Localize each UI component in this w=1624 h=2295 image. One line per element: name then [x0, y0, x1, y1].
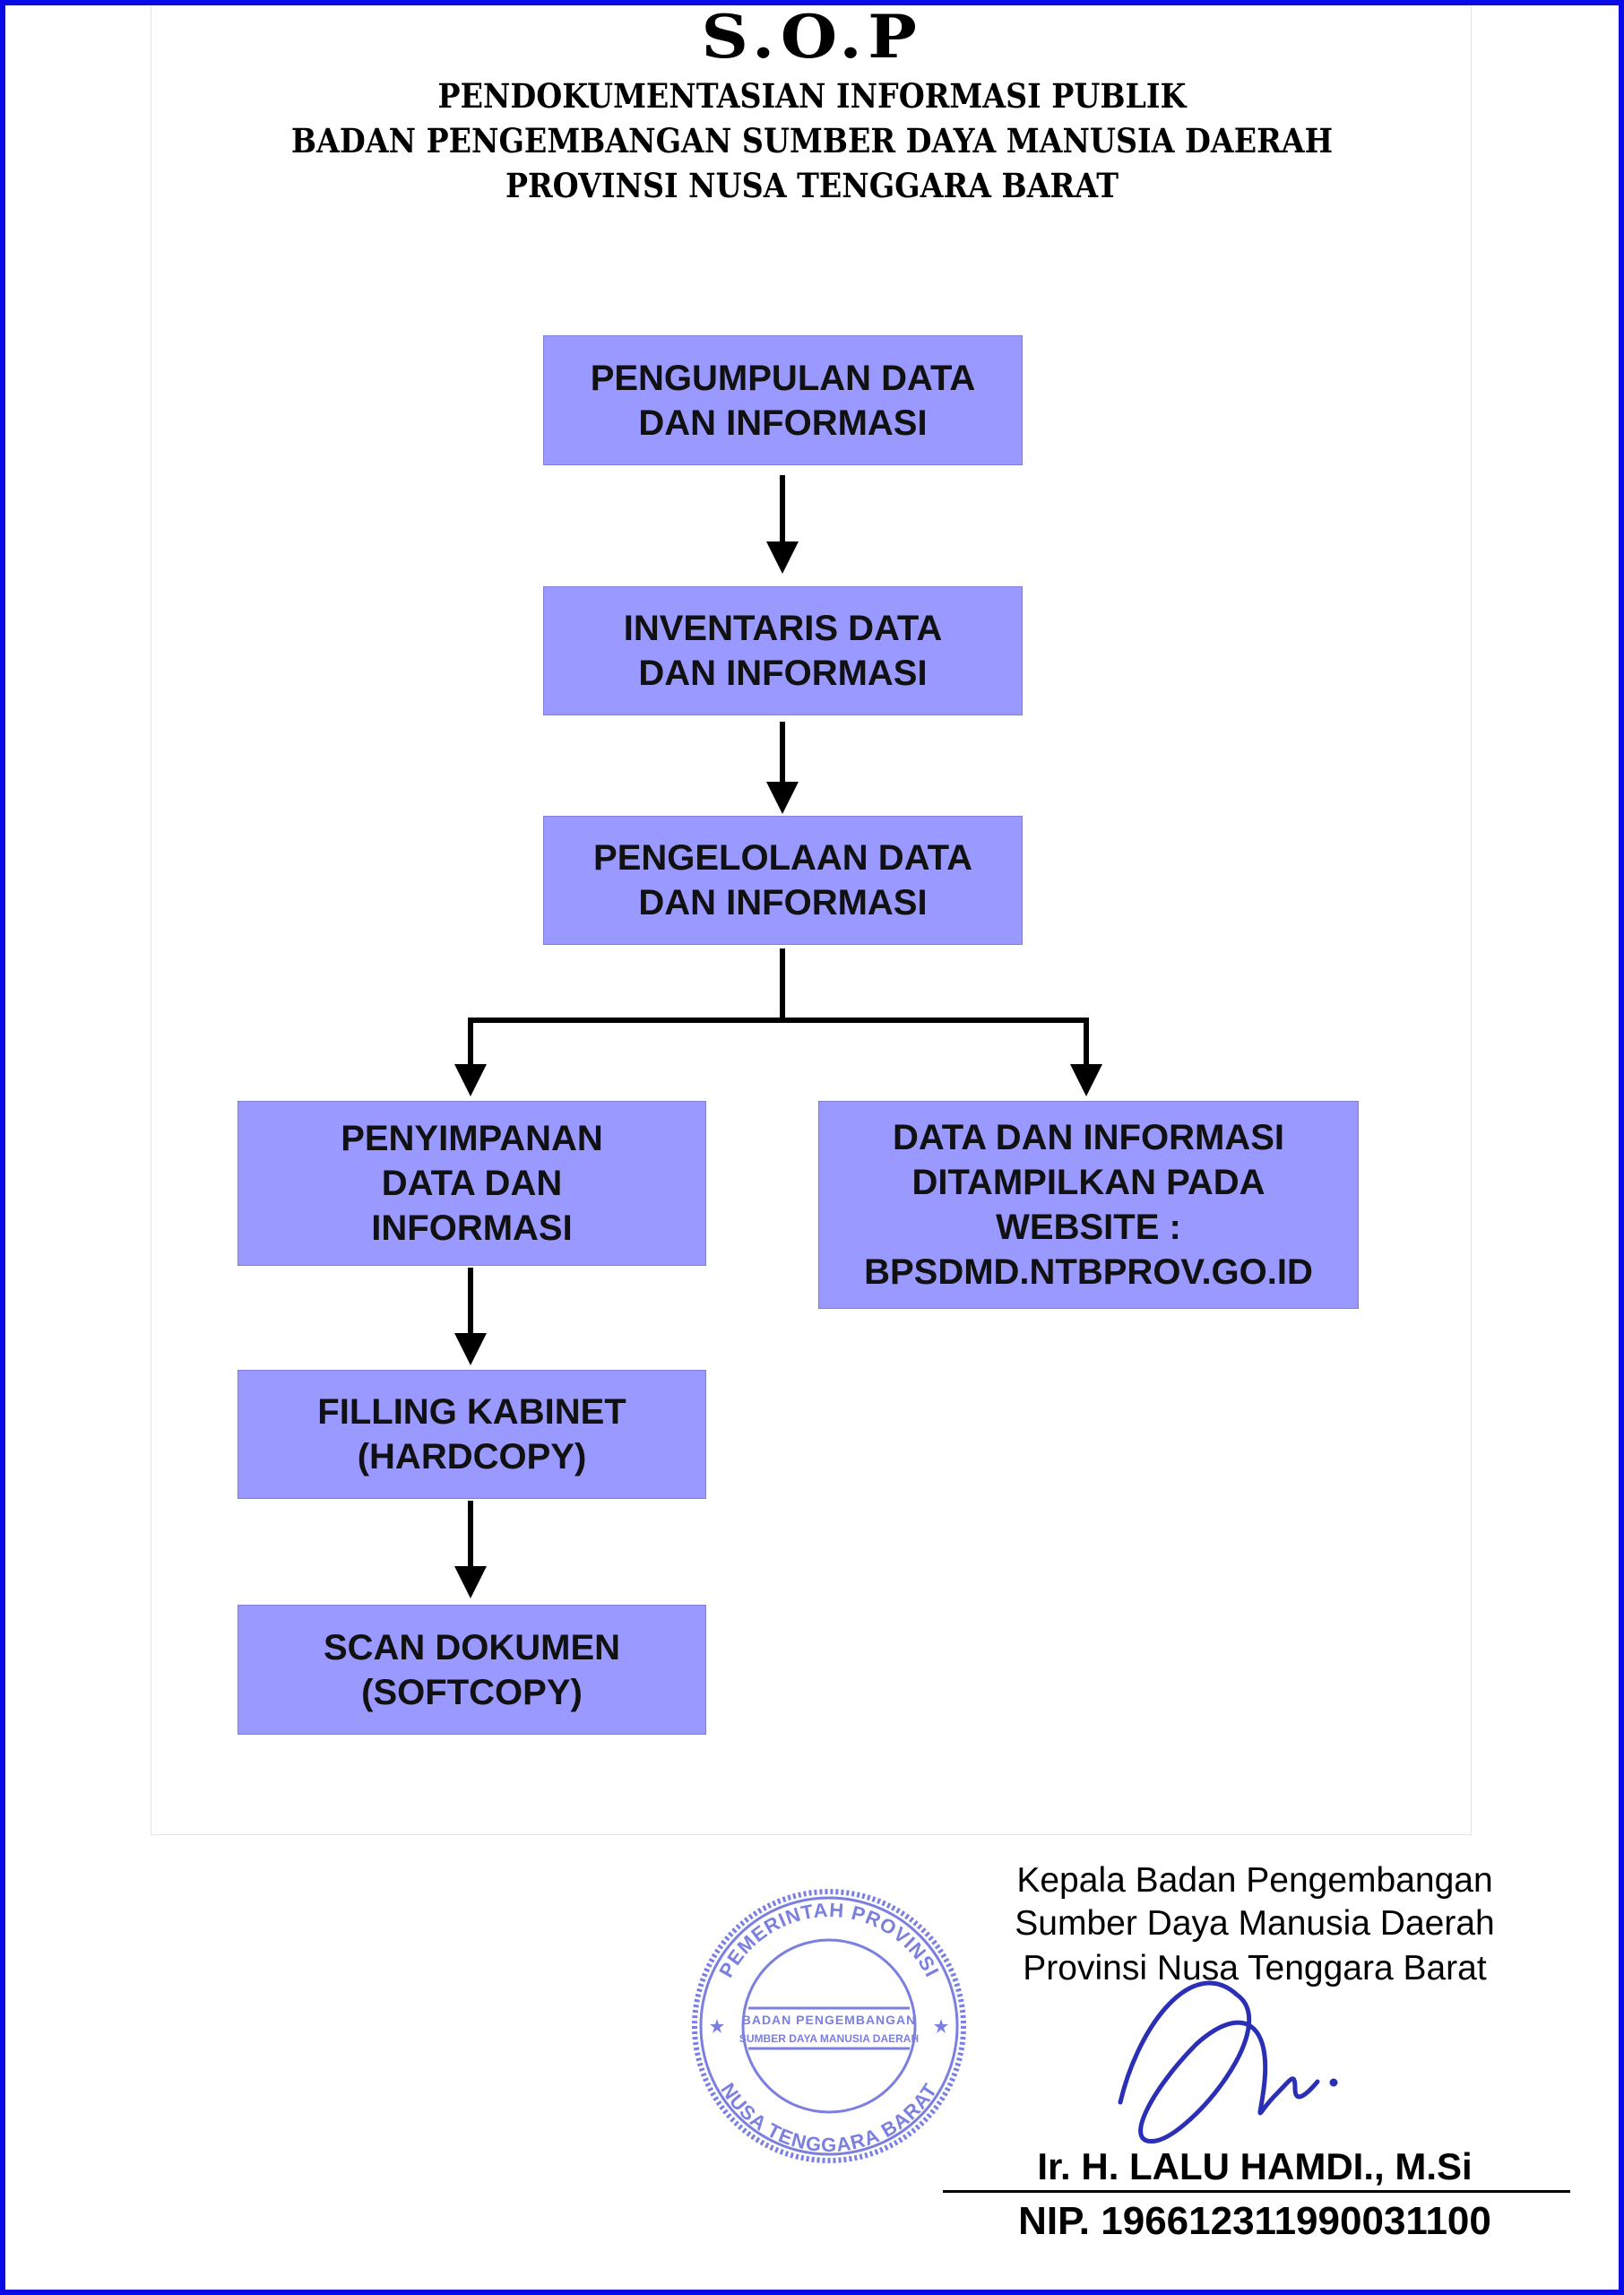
subtitle-line-2: BADAN PENGEMBANGAN SUMBER DAYA MANUSIA D… — [290, 121, 1334, 160]
step-website: DATA DAN INFORMASI DITAMPILKAN PADA WEBS… — [818, 1101, 1359, 1309]
signature-line — [943, 2190, 1570, 2193]
document-sheet — [151, 5, 1472, 1835]
signatory-name: Ir. H. LALU HAMDI., M.Si — [1037, 2145, 1473, 2187]
subtitle-line-1: PENDOKUMENTASIAN INFORMASI PUBLIK — [437, 76, 1187, 116]
step-penyimpanan: PENYIMPANAN DATA DAN INFORMASI — [238, 1101, 706, 1266]
step-filling-kabinet: FILLING KABINET (HARDCOPY) — [238, 1370, 706, 1499]
step-pengelolaan: PENGELOLAAN DATA DAN INFORMASI — [543, 816, 1023, 945]
signatory-position-1: Kepala Badan Pengembangan — [1016, 1861, 1493, 1900]
document-title: S.O.P — [701, 2, 923, 72]
step-scan-dokumen: SCAN DOKUMEN (SOFTCOPY) — [238, 1605, 706, 1735]
svg-text:SUMBER DAYA MANUSIA DAERAH: SUMBER DAYA MANUSIA DAERAH — [739, 2032, 919, 2045]
signatory-position-2: Sumber Daya Manusia Daerah — [1015, 1904, 1495, 1943]
svg-text:BADAN PENGEMBANGAN: BADAN PENGEMBANGAN — [742, 2013, 917, 2027]
signatory-position-3: Provinsi Nusa Tenggara Barat — [1023, 1949, 1487, 1988]
step-inventaris: INVENTARIS DATA DAN INFORMASI — [543, 586, 1023, 715]
subtitle-line-3: PROVINSI NUSA TENGGARA BARAT — [505, 166, 1119, 205]
step-pengumpulan: PENGUMPULAN DATA DAN INFORMASI — [543, 335, 1023, 465]
star-icon — [710, 2019, 724, 2033]
star-icon — [934, 2019, 948, 2033]
signatory-nip: NIP. 196612311990031100 — [1018, 2199, 1491, 2243]
